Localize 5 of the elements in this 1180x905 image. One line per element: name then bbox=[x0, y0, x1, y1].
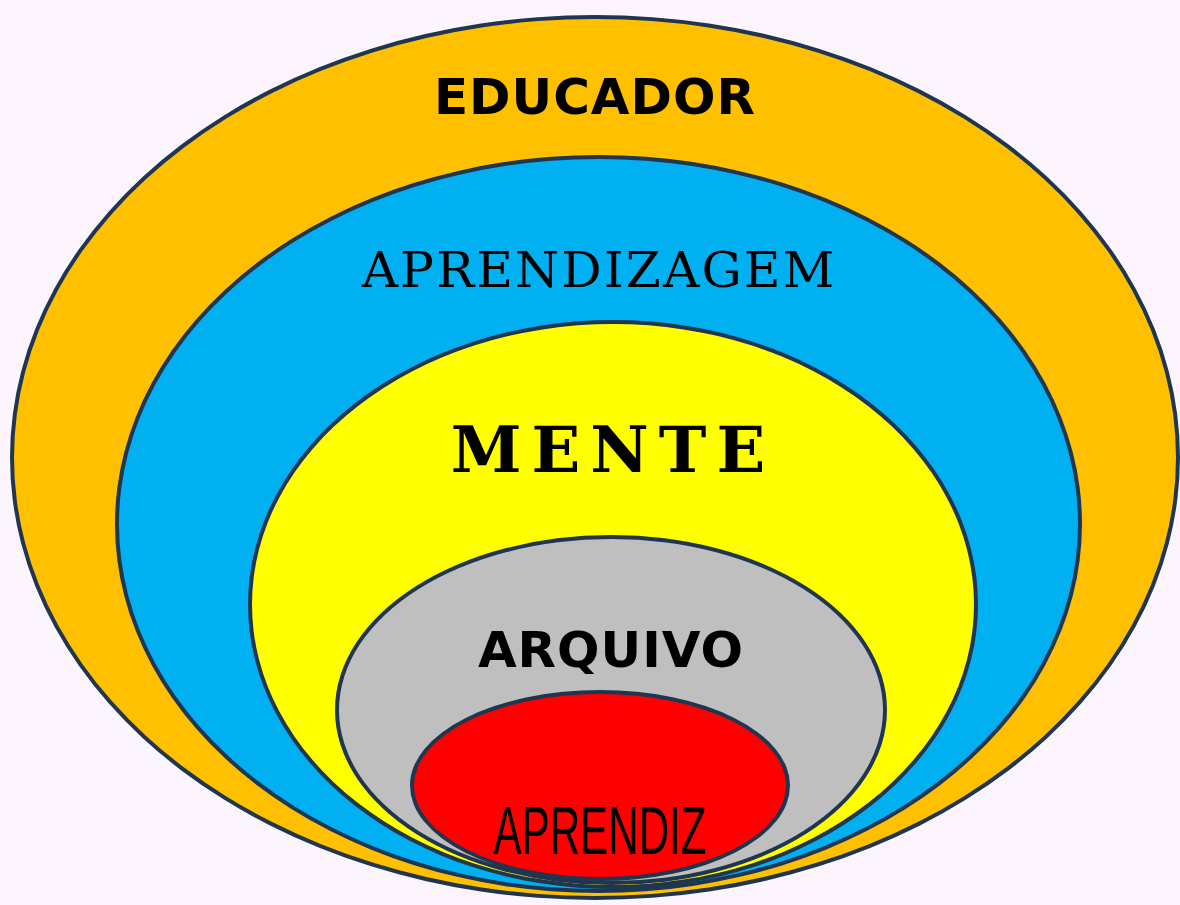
ring-label: MENTE bbox=[450, 418, 776, 482]
ring-label: ARQUIVO bbox=[477, 625, 745, 675]
ring-label: APRENDIZAGEM bbox=[361, 246, 836, 294]
ring-label: EDUCADOR bbox=[433, 72, 757, 122]
ring-label: APRENDIZ bbox=[493, 796, 707, 864]
